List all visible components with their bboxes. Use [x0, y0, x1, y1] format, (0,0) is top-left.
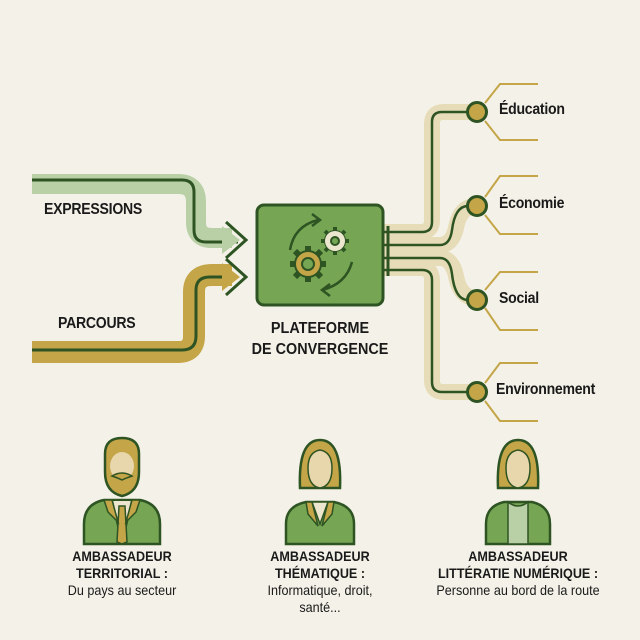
- ambassador-territorial: AMBASSADEUR TERRITORIAL : Du pays au sec…: [28, 548, 217, 599]
- gears-cycle-icon: [255, 203, 385, 307]
- input-label-expressions: EXPRESSIONS: [44, 201, 143, 218]
- platform-title-line2: DE CONVERGENCE: [251, 341, 389, 358]
- ambassador-subtitle: LITTÉRATIE NUMÉRIQUE :: [437, 565, 599, 581]
- man-avatar-icon: [82, 436, 162, 546]
- output-branches: [384, 83, 538, 422]
- output-label-education: Éducation: [499, 101, 565, 118]
- ambassador-description: Du pays au secteur: [67, 582, 177, 598]
- output-label-environnement: Environnement: [496, 381, 596, 398]
- woman-avatar-icon: [284, 438, 356, 546]
- ambassador-title: AMBASSADEUR: [468, 548, 568, 564]
- ambassador-litteratie: AMBASSADEUR LITTÉRATIE NUMÉRIQUE : Perso…: [424, 548, 613, 599]
- ambassador-description: Informatique, droit,: [267, 582, 373, 598]
- ambassador-subtitle: THÉMATIQUE :: [274, 565, 366, 581]
- ambassador-thematique: AMBASSADEUR THÉMATIQUE : Informatique, d…: [226, 548, 415, 616]
- output-nodes: [466, 101, 488, 403]
- woman-avatar-icon: [484, 438, 552, 546]
- platform-title-line1: PLATEFORME: [270, 320, 370, 337]
- ambassador-subtitle: TERRITORIAL :: [76, 565, 168, 581]
- ambassador-description-cont: santé...: [299, 599, 341, 615]
- expressions-flow-arrow: [32, 174, 249, 260]
- output-label-economie: Économie: [499, 195, 565, 212]
- input-label-parcours: PARCOURS: [58, 315, 136, 332]
- ambassador-description: Personne au bord de la route: [436, 582, 600, 598]
- output-label-social: Social: [499, 290, 539, 307]
- platform-title: PLATEFORME DE CONVERGENCE: [239, 318, 401, 360]
- ambassador-title: AMBASSADEUR: [270, 548, 370, 564]
- ambassador-title: AMBASSADEUR: [72, 548, 172, 564]
- parcours-flow-arrow: [32, 257, 249, 363]
